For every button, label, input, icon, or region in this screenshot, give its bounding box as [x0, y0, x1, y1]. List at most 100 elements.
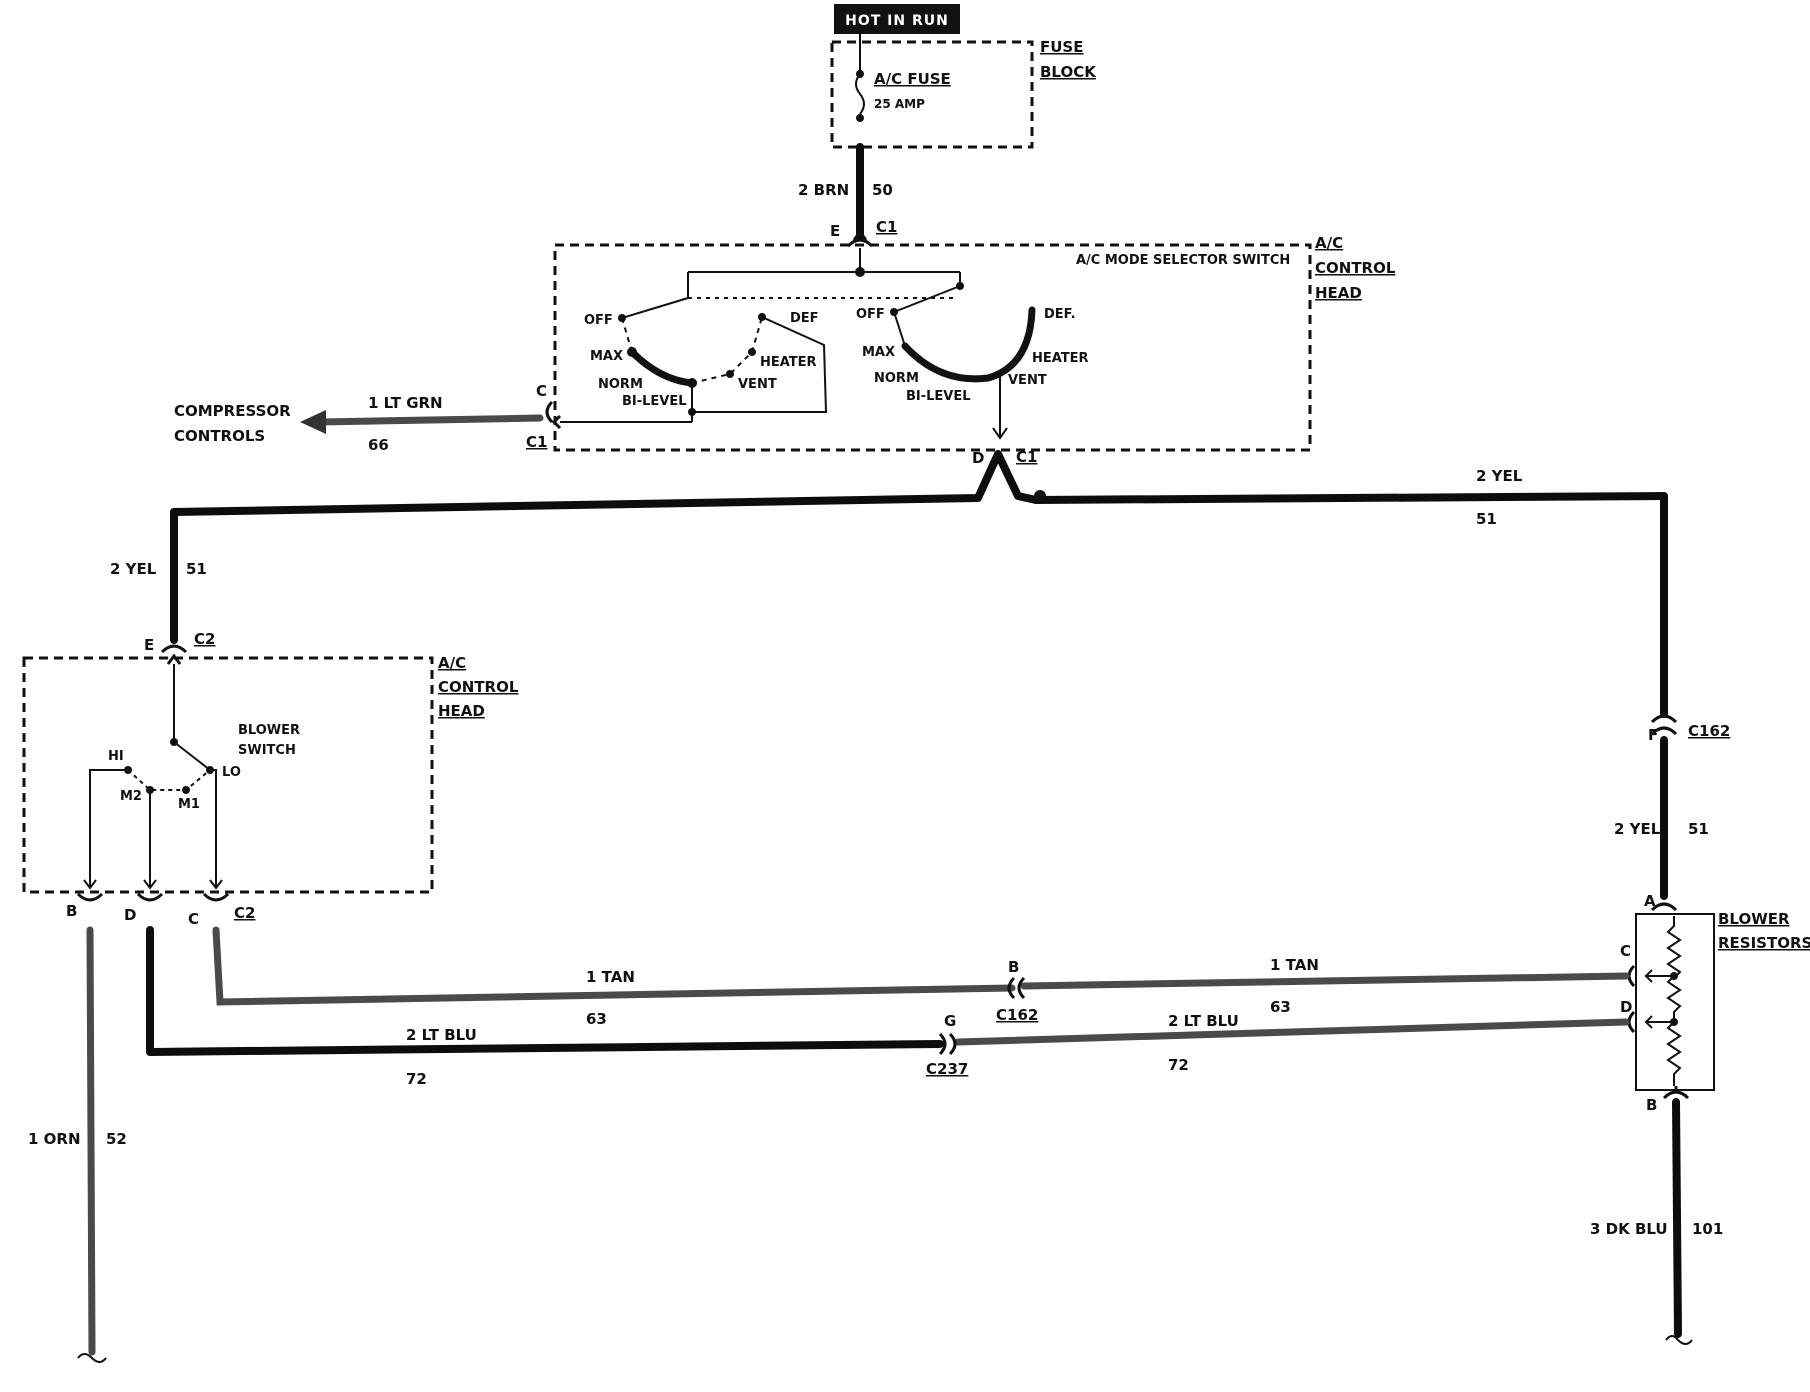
connector-e-c1-icon: [846, 229, 874, 248]
dkblu-wire-101: 3 DK BLU 101: [1590, 1098, 1723, 1345]
right-def-label: DEF.: [1044, 307, 1076, 322]
fuse-block-title: FUSE: [1040, 38, 1083, 56]
left-vent-contact: [726, 370, 734, 378]
blower-head-line3: HEAD: [438, 702, 485, 720]
feed-wire-circuit: 50: [872, 181, 893, 199]
blower-switch-line1: BLOWER: [238, 723, 300, 738]
left-def-label: DEF: [790, 311, 819, 326]
fuse-block: FUSE BLOCK A/C FUSE 25 AMP: [830, 38, 1097, 149]
right-norm-label: NORM: [874, 371, 919, 386]
tan-right-circuit: 63: [1270, 998, 1291, 1016]
blower-control-head: E C2 A/C CONTROL HEAD BLOWER SWITCH LO H…: [22, 630, 519, 928]
feed-connector: C1: [876, 218, 897, 236]
mode-d-connector: C1: [1016, 448, 1037, 466]
right-vent-label: VENT: [1008, 373, 1047, 388]
hi-label: HI: [108, 749, 124, 764]
ltblu-wire-72: 2 LT BLU 72 2 LT BLU 72 G C237: [146, 926, 1630, 1088]
tan-inline-connector: C162: [996, 1006, 1038, 1024]
compressor-line2: CONTROLS: [174, 427, 265, 445]
tan-left-color: 1 TAN: [586, 968, 635, 986]
dkblu-circuit: 101: [1692, 1220, 1723, 1238]
left-bilevel-label: BI-LEVEL: [622, 394, 687, 409]
ltblu-right-circuit: 72: [1168, 1056, 1189, 1074]
inline-connector-c237-icon: [938, 1032, 957, 1056]
tan-left-circuit: 63: [586, 1010, 607, 1028]
yel-left-circuit: 51: [186, 560, 207, 578]
resistor-zigzag-icon: [1666, 916, 1682, 1086]
orn-circuit: 52: [106, 1130, 127, 1148]
blower-pin-b: B: [66, 902, 77, 920]
blower-switch-line2: SWITCH: [238, 743, 296, 758]
m1-label: M1: [178, 797, 200, 812]
c162-pin-f: F: [1648, 726, 1658, 744]
right-bilevel-label: BI-LEVEL: [906, 389, 971, 404]
resistor-pin-b: B: [1646, 1096, 1657, 1114]
orn-color: 1 ORN: [28, 1130, 81, 1148]
tan-right-color: 1 TAN: [1270, 956, 1319, 974]
connector-e-c2-icon: [160, 644, 188, 665]
yellow-wire-51: 2 YEL 51 2 YEL 51: [110, 450, 1668, 718]
mode-d-pin: D: [972, 449, 984, 467]
blower-in-pin: E: [144, 636, 154, 654]
left-off-label: OFF: [584, 313, 613, 328]
ltblu-inline-connector: C237: [926, 1060, 968, 1078]
compressor-wire-color: 1 LT GRN: [368, 394, 443, 412]
resistors-line1: BLOWER: [1718, 910, 1790, 928]
m2-label: M2: [120, 789, 142, 804]
yel-right-color: 2 YEL: [1614, 820, 1661, 838]
connector-c-icon: [202, 892, 230, 902]
mode-out-pin: C: [536, 382, 547, 400]
yel-top-circuit: 51: [1476, 510, 1497, 528]
ltblu-right-color: 2 LT BLU: [1168, 1012, 1239, 1030]
feed-wire: 2 BRN 50 E C1: [798, 143, 897, 248]
resistor-pin-d: D: [1620, 998, 1632, 1016]
connector-f-c162-icon: [1650, 714, 1678, 736]
blower-resistors: BLOWER RESISTORS C D B: [1620, 910, 1810, 1114]
mode-out-connector: C1: [526, 433, 547, 451]
fuse-block-title-2: BLOCK: [1040, 63, 1097, 81]
left-max-label: MAX: [590, 349, 623, 364]
mode-head-line1: A/C: [1315, 234, 1343, 252]
dkblu-wire-end-icon: [1665, 1335, 1693, 1345]
right-arc-contact: [901, 306, 1036, 383]
blower-pin-c: C: [188, 910, 199, 928]
tan-wire-63: 1 TAN 63 1 TAN 63 B C162: [212, 926, 1630, 1028]
left-norm-label: NORM: [598, 377, 643, 392]
blower-head-line2: CONTROL: [438, 678, 519, 696]
left-heater-contact: [748, 348, 756, 356]
yel-left-color: 2 YEL: [110, 560, 157, 578]
compressor-line1: COMPRESSOR: [174, 402, 291, 420]
compressor-controls: COMPRESSOR CONTROLS 1 LT GRN 66: [174, 394, 544, 454]
tan-inline-pin: B: [1008, 958, 1019, 976]
feed-wire-color: 2 BRN: [798, 181, 849, 199]
fuse-name: A/C FUSE: [874, 70, 951, 88]
left-arc-contact: [628, 348, 696, 387]
hot-in-run-label: HOT IN RUN: [845, 13, 949, 29]
connector-c-c1-icon: [545, 400, 562, 430]
blower-out-connector: C2: [234, 904, 255, 922]
ltblu-inline-pin: G: [944, 1012, 956, 1030]
inline-connector-c162-icon: [1007, 976, 1026, 1000]
resistor-pin-c: C: [1620, 942, 1631, 960]
compressor-wire-circuit: 66: [368, 436, 389, 454]
left-vent-label: VENT: [738, 377, 777, 392]
compressor-arrow-icon: [300, 410, 326, 434]
power-source: HOT IN RUN: [834, 4, 960, 44]
mode-switch-title: A/C MODE SELECTOR SWITCH: [1076, 253, 1290, 268]
connector-b-icon: [76, 892, 104, 902]
blower-head-line1: A/C: [438, 654, 466, 672]
feed-pin: E: [830, 222, 840, 240]
dkblu-color: 3 DK BLU: [1590, 1220, 1668, 1238]
orn-wire-end-icon: [77, 1353, 107, 1363]
c162-connector: C162: [1688, 722, 1730, 740]
connector-d-icon: [136, 892, 164, 902]
lo-label: LO: [222, 765, 241, 780]
resistor-pin-a: A: [1644, 892, 1656, 910]
yel-top-color: 2 YEL: [1476, 467, 1523, 485]
right-max-label: MAX: [862, 345, 895, 360]
mode-head-line3: HEAD: [1315, 284, 1362, 302]
resistors-line2: RESISTORS: [1718, 934, 1810, 952]
blower-in-connector: C2: [194, 630, 215, 648]
mode-head-line2: CONTROL: [1315, 259, 1396, 277]
